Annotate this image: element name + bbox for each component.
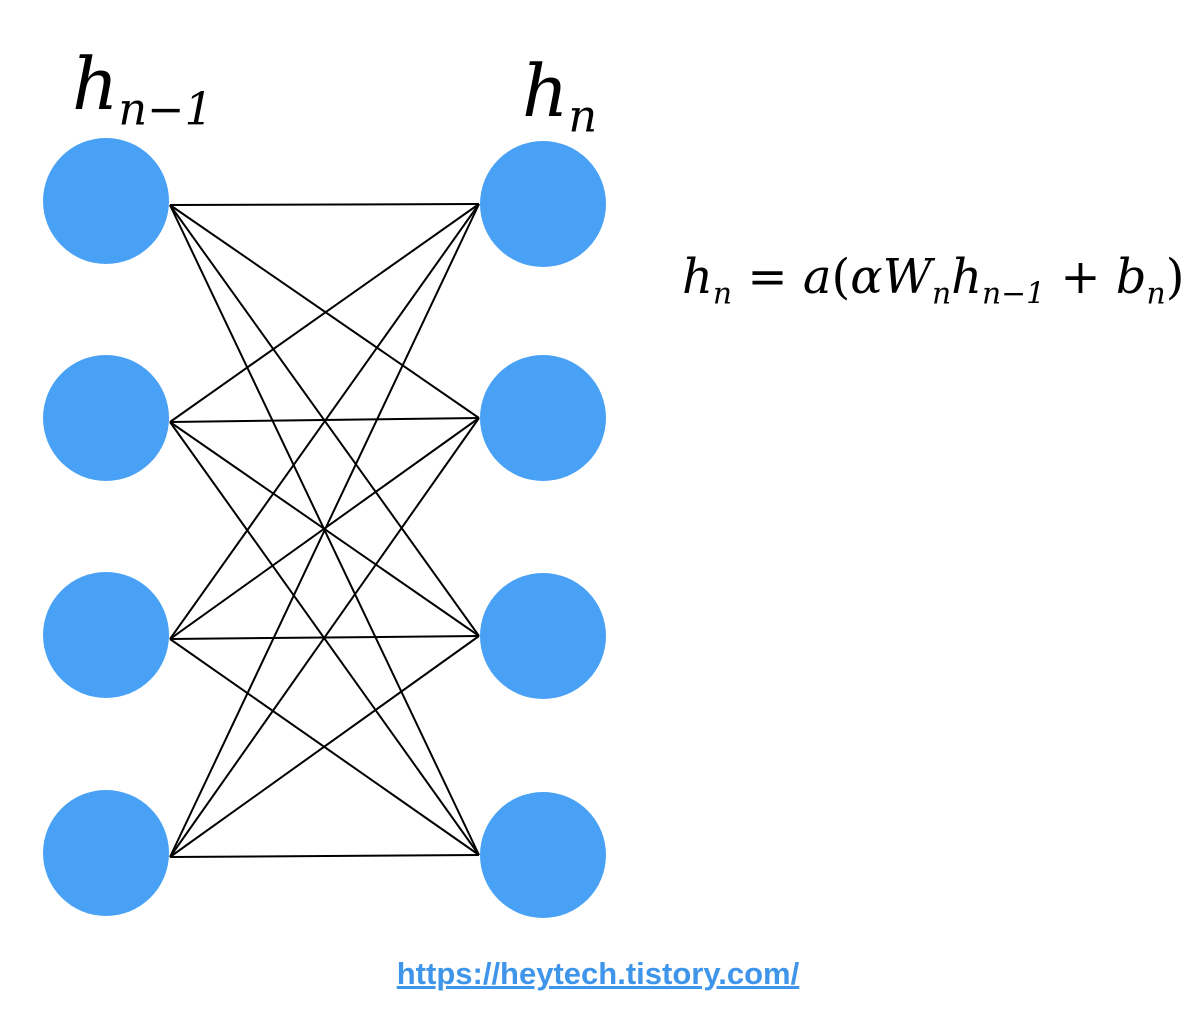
formula-plus: + (1045, 249, 1116, 305)
source-url-link[interactable]: https://heytech.tistory.com/ (396, 956, 800, 991)
layer-formula: hn = a(αWnhn−1 + bn) (682, 253, 1184, 309)
output-node-1 (480, 141, 606, 267)
input-layer-label-base: h (72, 42, 119, 126)
edge-4-2 (169, 417, 480, 858)
output-node-4 (480, 792, 606, 918)
input-layer-label-sub: n−1 (118, 83, 213, 136)
output-layer-label-sub: n (568, 90, 598, 143)
edge-3-1 (169, 203, 480, 640)
formula-weight: W (882, 249, 932, 305)
input-node-1 (43, 138, 169, 264)
edge-4-3 (169, 635, 480, 858)
input-node-3 (43, 572, 169, 698)
edge-1-2 (169, 204, 480, 419)
output-node-3 (480, 573, 606, 699)
input-node-2 (43, 355, 169, 481)
edge-4-4 (169, 854, 480, 858)
formula-activation: a (802, 249, 832, 305)
formula-close-paren: ) (1165, 249, 1185, 305)
formula-prev-h: h (951, 249, 983, 305)
formula-open-paren: ( (831, 249, 851, 305)
node-group (43, 138, 606, 918)
formula-lhs-sub: n (712, 276, 733, 312)
formula-weight-sub: n (931, 276, 952, 312)
formula-equals: = (732, 249, 803, 305)
formula-alpha: α (850, 249, 883, 305)
output-node-2 (480, 355, 606, 481)
output-layer-label: hn (522, 55, 597, 139)
formula-bias: b (1115, 249, 1147, 305)
edge-4-1 (169, 203, 480, 858)
input-layer-label: hn−1 (72, 48, 213, 132)
edge-2-1 (169, 203, 480, 423)
output-layer-label-base: h (522, 49, 569, 133)
formula-lhs: h (682, 249, 713, 305)
formula-prev-h-sub: n−1 (982, 276, 1046, 312)
input-node-4 (43, 790, 169, 916)
edge-1-1 (169, 203, 480, 206)
edge-group (169, 203, 480, 858)
formula-bias-sub: n (1146, 276, 1166, 312)
